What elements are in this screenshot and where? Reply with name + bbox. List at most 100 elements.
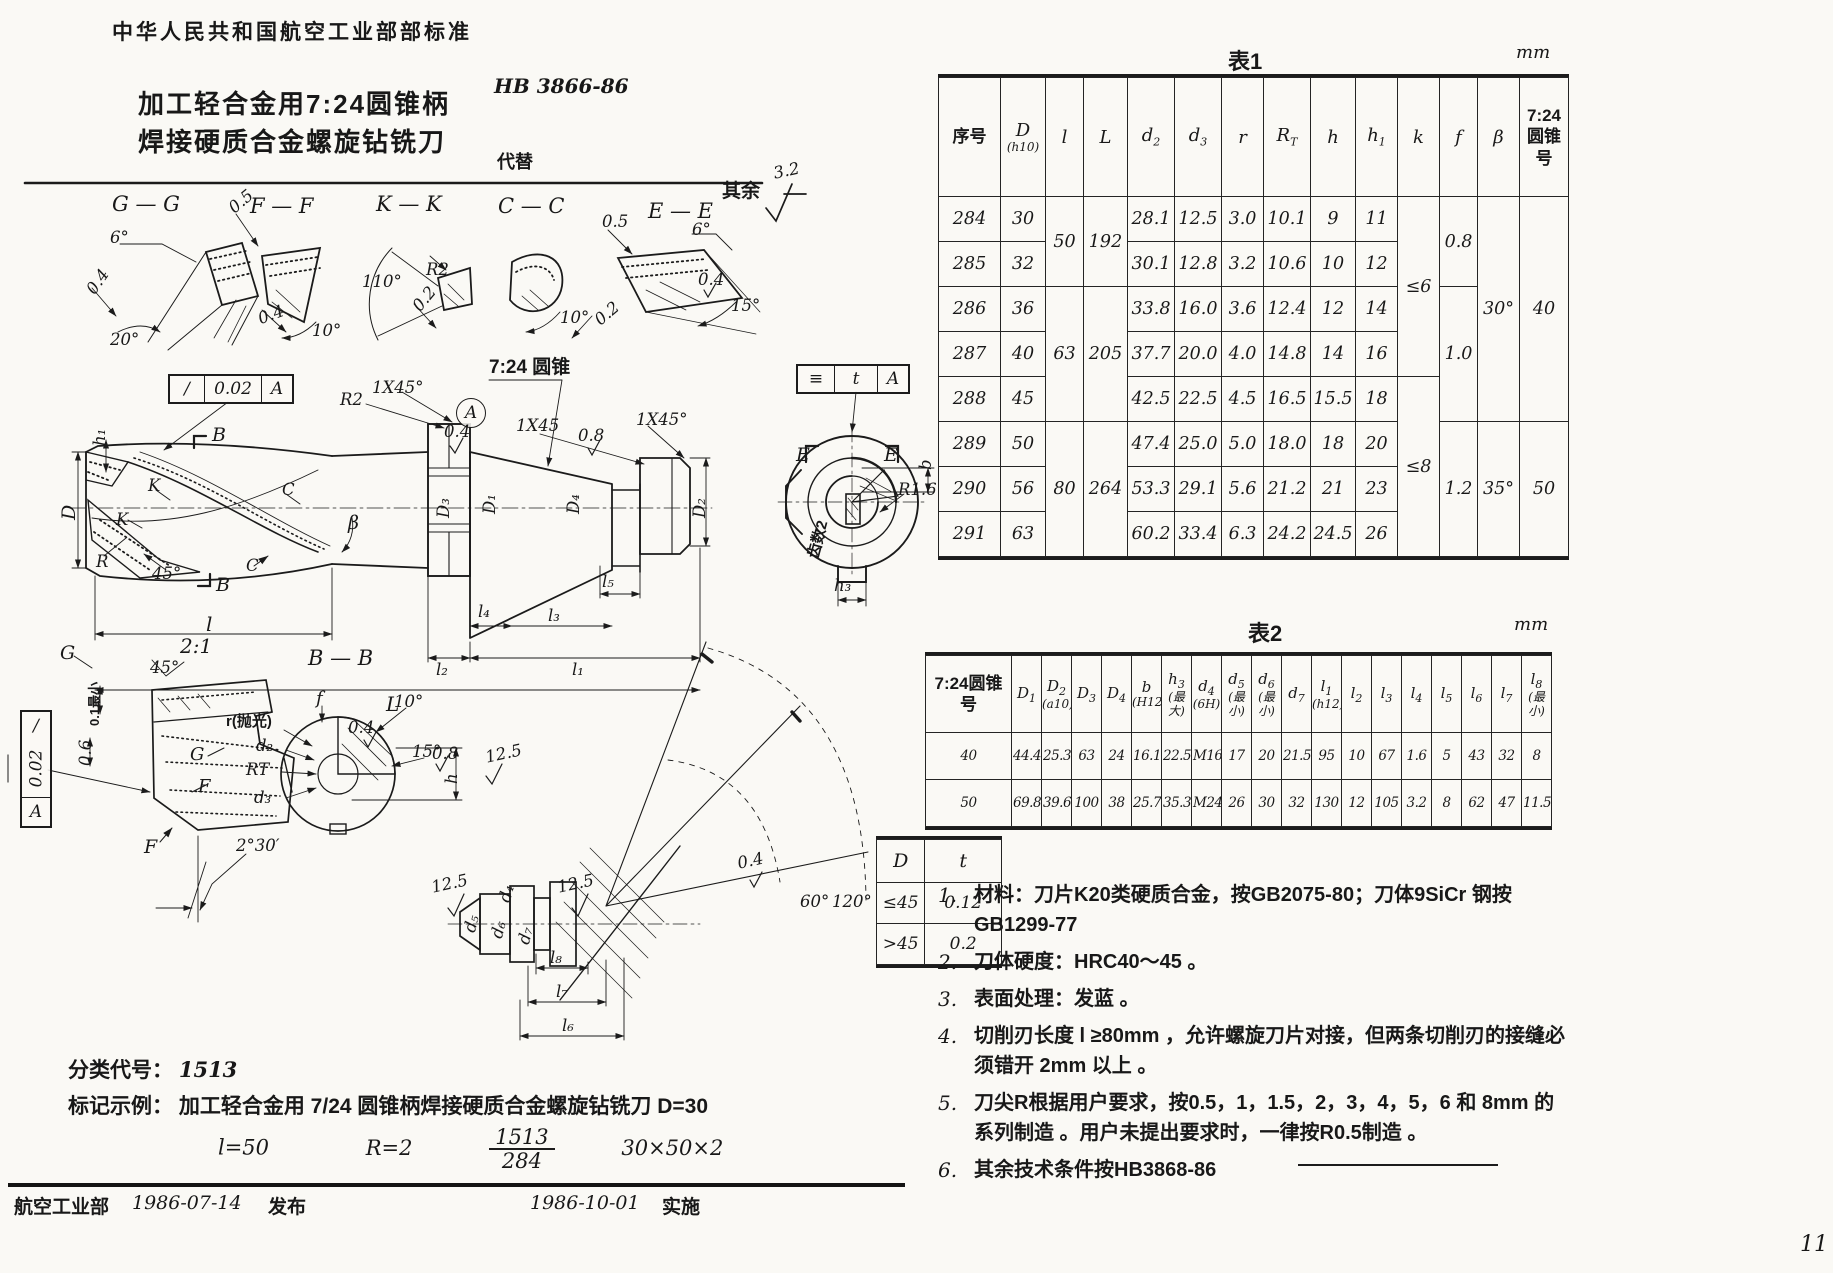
table1-caption: 表1 <box>1228 49 1263 74</box>
table-cell: 11.5 <box>1521 779 1552 827</box>
column-header: D2(a10) <box>1041 655 1072 733</box>
table-cell: 21.2 <box>1263 466 1311 512</box>
table-cell: 28.1 <box>1127 196 1175 242</box>
tolerance-symbol: ≡ <box>808 369 824 389</box>
column-header: h <box>1310 77 1356 197</box>
drawing-label: 45° <box>152 564 182 583</box>
table-cell: 32 <box>1491 732 1522 780</box>
table-cell: 39.6 <box>1041 779 1072 827</box>
fraction-denominator: 284 <box>501 1149 542 1174</box>
tolerance-value: 0.02 <box>7 750 65 787</box>
table-cell: 25.0 <box>1174 421 1222 467</box>
table-cell: 69.85 <box>1011 779 1042 827</box>
example-l: l=50 <box>218 1135 270 1160</box>
standard-authority: 中华人民共和国航空工业部部标准 <box>112 21 472 44</box>
drawing-label: 6° <box>692 220 711 239</box>
drawing-label: 其余 <box>722 181 761 202</box>
column-header: RT <box>1263 77 1311 197</box>
title-line1: 加工轻合金用7:24圆锥柄 <box>138 89 451 119</box>
drawing-label: 0.8 <box>432 744 459 763</box>
table-cell: 15.5 <box>1310 376 1356 422</box>
note-number: 2. <box>938 950 958 974</box>
column-header: l <box>1045 77 1084 197</box>
drawing-label: 20° <box>110 330 140 349</box>
column-header: k <box>1397 77 1440 197</box>
table-cell: 0.12 <box>924 882 1002 924</box>
table-cell: M24 <box>1191 779 1222 827</box>
column-header: l5 <box>1431 655 1462 733</box>
table-cell: 32 <box>1281 779 1312 827</box>
tolerance-datum: A <box>22 797 50 826</box>
drawing-label: 110° <box>362 272 402 291</box>
table-cell: 38 <box>1101 779 1132 827</box>
table-cell: 14 <box>1355 286 1398 332</box>
table-cell: 23 <box>1355 466 1398 512</box>
table-cell: 288 <box>938 376 1001 422</box>
column-header: D4 <box>1101 655 1132 733</box>
table-cell: 25.3 <box>1041 732 1072 780</box>
footer-issuer: 航空工业部 <box>14 1197 110 1218</box>
table-cell: 33.4 <box>1174 511 1222 557</box>
note-item: 6.其余技术条件按HB3868-86 <box>938 1155 1574 1185</box>
table-cell: 3.0 <box>1221 196 1264 242</box>
table-cell: 25.7 <box>1131 779 1162 827</box>
table-cell: 10 <box>1310 241 1356 287</box>
table-cell: 95 <box>1311 732 1342 780</box>
drawing-label: L <box>386 692 400 716</box>
table-cell: 16.1 <box>1131 732 1162 780</box>
table-cell: 192 <box>1083 196 1128 287</box>
table-cell: 22.5 <box>1161 732 1192 780</box>
column-header: D1 <box>1011 655 1042 733</box>
drawing-label: D₄ <box>564 494 583 514</box>
drawing-label: F — F <box>250 194 314 218</box>
table-cell: 21 <box>1310 466 1356 512</box>
table-cell: 29.1 <box>1174 466 1222 512</box>
note-text: 刀尖R根据用户要求，按0.5，1，1.5，2，3，4，5，6 和 8mm 的系列… <box>974 1092 1555 1144</box>
note-text: 表面处理：发蓝 。 <box>974 988 1140 1010</box>
drawing-label: h₃ <box>834 576 852 595</box>
footer-release-date: 1986-07-14 <box>132 1192 242 1214</box>
tolerance-datum: A <box>877 366 908 392</box>
tolerance-datum: A <box>261 376 292 402</box>
drawing-label: E <box>884 444 898 466</box>
drawing-label: l₈ <box>550 948 562 967</box>
marking-example-label: 标记示例： <box>68 1095 173 1118</box>
drawing-label: d₂ <box>256 736 274 755</box>
table-cell: 1.2 <box>1439 421 1478 557</box>
note-number: 4. <box>938 1024 958 1048</box>
drawing-label: l₁ <box>572 660 584 679</box>
drawing-label: E <box>796 444 810 466</box>
table-cell: 1.0 <box>1439 286 1478 422</box>
table-cell: 10 <box>1341 732 1372 780</box>
drawing-label: B <box>212 424 226 446</box>
drawing-label: C — C <box>498 194 565 218</box>
note-number: 6. <box>938 1158 958 1182</box>
note-item: 5.刀尖R根据用户要求，按0.5，1，1.5，2，3，4，5，6 和 8mm 的… <box>938 1088 1574 1148</box>
table-cell: 30° <box>1477 196 1520 422</box>
drawing-label: h <box>442 773 461 784</box>
note-item: 2.刀体硬度：HRC40～45 。 <box>938 947 1574 977</box>
table-cell: 50 <box>925 779 1012 827</box>
column-header: 7:24圆锥号 <box>1519 77 1569 197</box>
column-header: l2 <box>1341 655 1372 733</box>
table-cell: 43 <box>1461 732 1492 780</box>
drawing-label: G — G <box>112 192 180 216</box>
drawing-label: C <box>282 480 295 499</box>
table-row: 4044.4525.3632416.122.5M16172021.5951067… <box>925 732 1552 780</box>
drawing-label: K <box>148 476 161 495</box>
table-cell: 9 <box>1310 196 1356 242</box>
drawing-label: f <box>316 688 323 709</box>
table-cell: 63 <box>1045 286 1084 422</box>
table-cell: >45 <box>875 923 926 965</box>
table-cell: 17 <box>1221 732 1252 780</box>
drawing-label: 6° <box>110 228 129 247</box>
classification-row: 分类代号： 1513 <box>68 1054 237 1084</box>
drawing-label: 10° <box>560 308 590 327</box>
table-cell: 12.4 <box>1263 286 1311 332</box>
drawing-label: l₅ <box>602 572 614 591</box>
page-number: 11 <box>1800 1232 1828 1257</box>
table-cell: 20.0 <box>1174 331 1222 377</box>
